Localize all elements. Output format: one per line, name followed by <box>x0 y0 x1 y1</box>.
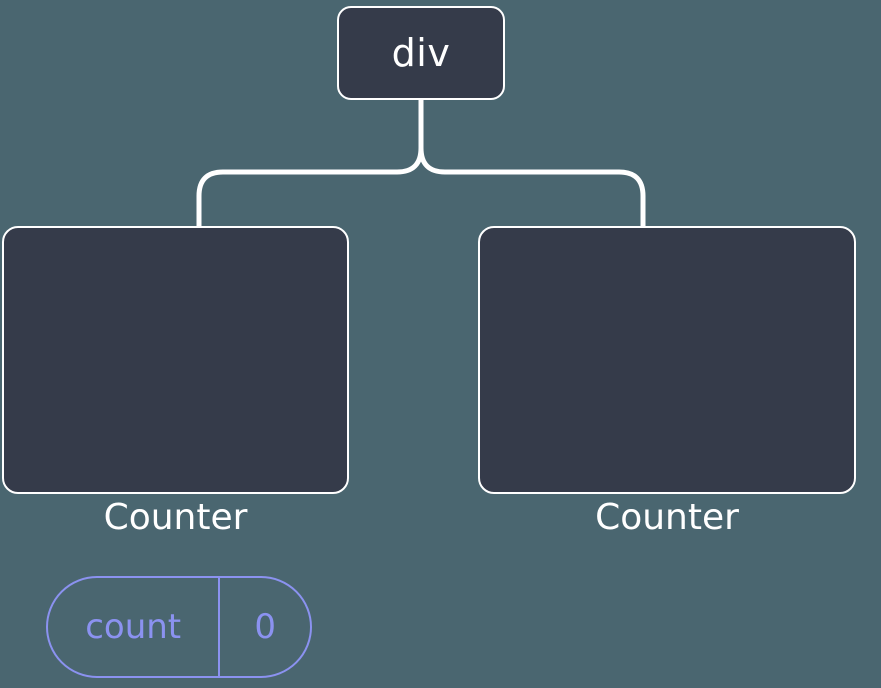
state-key-label-left: count <box>85 607 182 647</box>
state-key-cell-left: count <box>48 578 218 676</box>
node-counter-right-title: Counter <box>595 497 739 538</box>
node-counter-right[interactable]: Counter count 1 <box>478 226 856 536</box>
diagram-canvas: div Counter count 0 Counter count 1 <box>2 6 856 678</box>
node-div[interactable]: div <box>337 6 505 100</box>
node-counter-left[interactable]: Counter count 0 <box>2 226 349 678</box>
state-value-label-left: 0 <box>254 607 276 647</box>
node-counter-left-title: Counter <box>103 497 248 538</box>
state-pill-left[interactable]: count 0 <box>46 576 312 678</box>
node-div-label: div <box>391 31 451 75</box>
state-value-cell-left: 0 <box>218 578 310 676</box>
